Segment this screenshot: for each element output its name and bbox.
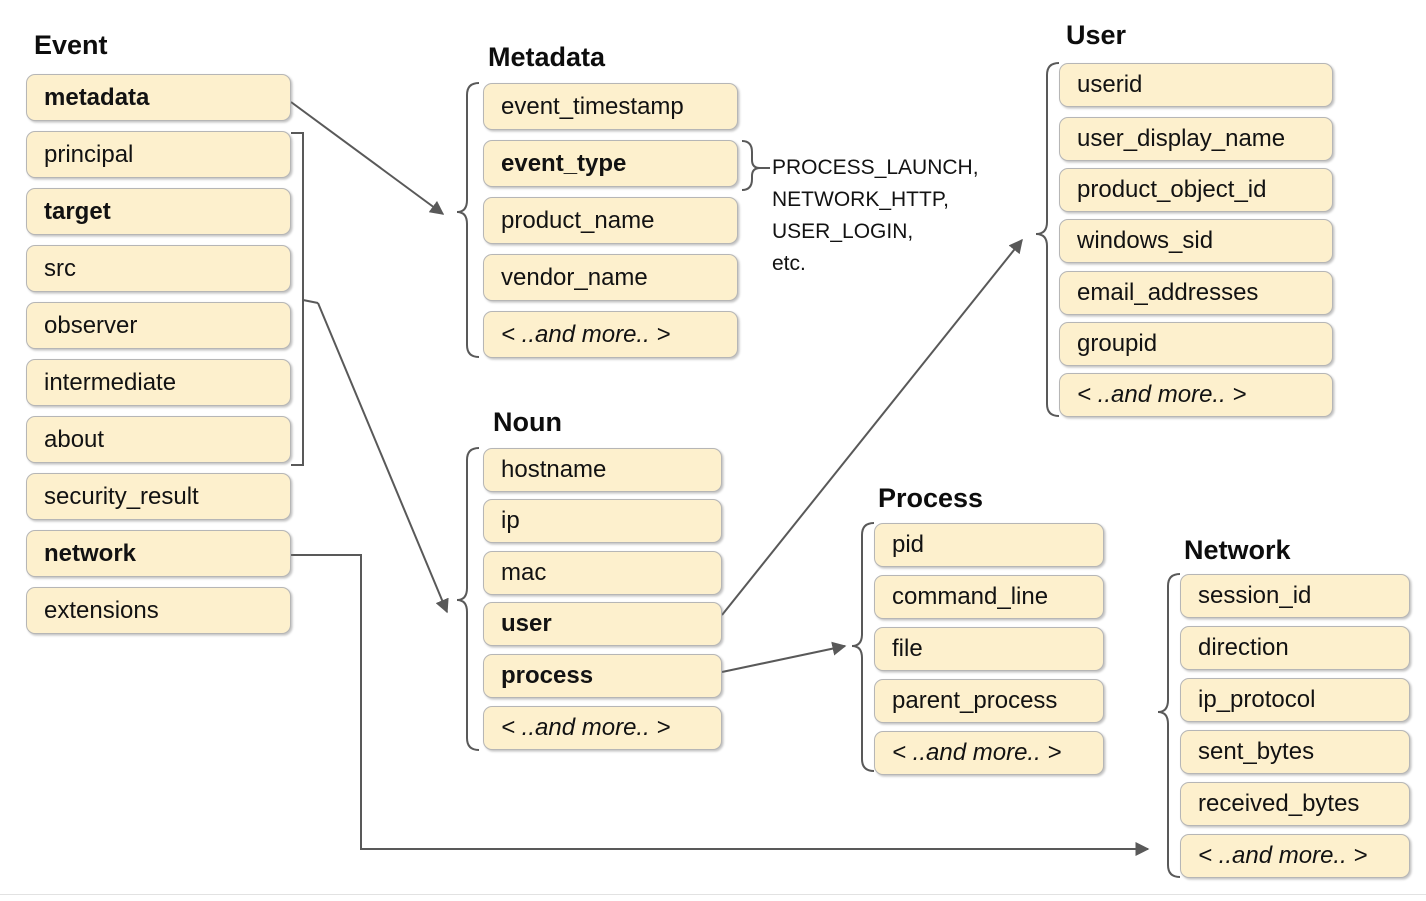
field-network-and-more[interactable]: < ..and more.. >: [1180, 834, 1410, 878]
field-metadata-vendor-name[interactable]: vendor_name: [483, 254, 738, 301]
link-process: [721, 641, 847, 673]
event-type-brace: [741, 140, 761, 191]
field-event-extensions[interactable]: extensions: [26, 587, 291, 634]
link-metadata: [290, 101, 445, 215]
field-metadata-event-timestamp[interactable]: event_timestamp: [483, 83, 738, 130]
group-title-network: Network: [1184, 535, 1291, 565]
bottom-divider: [0, 894, 1426, 895]
field-process-file[interactable]: file: [874, 627, 1104, 671]
event-bracket-stub: [302, 299, 319, 304]
group-title-process: Process: [878, 483, 984, 513]
field-event-metadata[interactable]: metadata: [26, 74, 291, 121]
field-network-received-bytes[interactable]: received_bytes: [1180, 782, 1410, 826]
annotation-event-type-values: PROCESS_LAUNCH, NETWORK_HTTP, USER_LOGIN…: [772, 156, 979, 275]
network-brace: [1157, 573, 1181, 878]
metadata-brace: [456, 82, 480, 358]
field-user-and-more[interactable]: < ..and more.. >: [1059, 373, 1333, 417]
field-network-direction[interactable]: direction: [1180, 626, 1410, 670]
field-noun-mac[interactable]: mac: [483, 551, 722, 595]
process-brace: [851, 522, 875, 772]
field-noun-hostname[interactable]: hostname: [483, 448, 722, 492]
field-network-sent-bytes[interactable]: sent_bytes: [1180, 730, 1410, 774]
field-user-userid[interactable]: userid: [1059, 63, 1333, 107]
field-event-security-result[interactable]: security_result: [26, 473, 291, 520]
noun-brace: [456, 447, 480, 751]
user-brace: [1035, 62, 1060, 417]
field-event-observer[interactable]: observer: [26, 302, 291, 349]
field-process-pid[interactable]: pid: [874, 523, 1104, 567]
field-noun-and-more[interactable]: < ..and more.. >: [483, 706, 722, 750]
group-title-user: User: [1066, 20, 1127, 50]
field-event-intermediate[interactable]: intermediate: [26, 359, 291, 406]
field-user-groupid[interactable]: groupid: [1059, 322, 1333, 366]
field-noun-process[interactable]: process: [483, 654, 722, 698]
field-noun-user[interactable]: user: [483, 602, 722, 646]
field-event-about[interactable]: about: [26, 416, 291, 463]
field-network-ip-protocol[interactable]: ip_protocol: [1180, 678, 1410, 722]
group-title-noun: Noun: [493, 407, 562, 437]
link-noun: [317, 302, 449, 614]
field-event-network[interactable]: network: [26, 530, 291, 577]
field-metadata-and-more[interactable]: < ..and more.. >: [483, 311, 738, 358]
field-user-email-addresses[interactable]: email_addresses: [1059, 271, 1333, 315]
field-user-windows-sid[interactable]: windows_sid: [1059, 219, 1333, 263]
field-metadata-product-name[interactable]: product_name: [483, 197, 738, 244]
field-user-product-object-id[interactable]: product_object_id: [1059, 168, 1333, 212]
field-process-command-line[interactable]: command_line: [874, 575, 1104, 619]
field-noun-ip[interactable]: ip: [483, 499, 722, 543]
field-event-principal[interactable]: principal: [26, 131, 291, 178]
event-group-bracket: [291, 132, 304, 466]
field-event-src[interactable]: src: [26, 245, 291, 292]
field-user-user-display-name[interactable]: user_display_name: [1059, 117, 1333, 161]
field-metadata-event-type[interactable]: event_type: [483, 140, 738, 187]
field-event-target[interactable]: target: [26, 188, 291, 235]
group-title-event: Event: [34, 30, 108, 60]
field-process-parent-process[interactable]: parent_process: [874, 679, 1104, 723]
group-title-metadata: Metadata: [488, 42, 606, 72]
field-process-and-more[interactable]: < ..and more.. >: [874, 731, 1104, 775]
field-network-session-id[interactable]: session_id: [1180, 574, 1410, 618]
